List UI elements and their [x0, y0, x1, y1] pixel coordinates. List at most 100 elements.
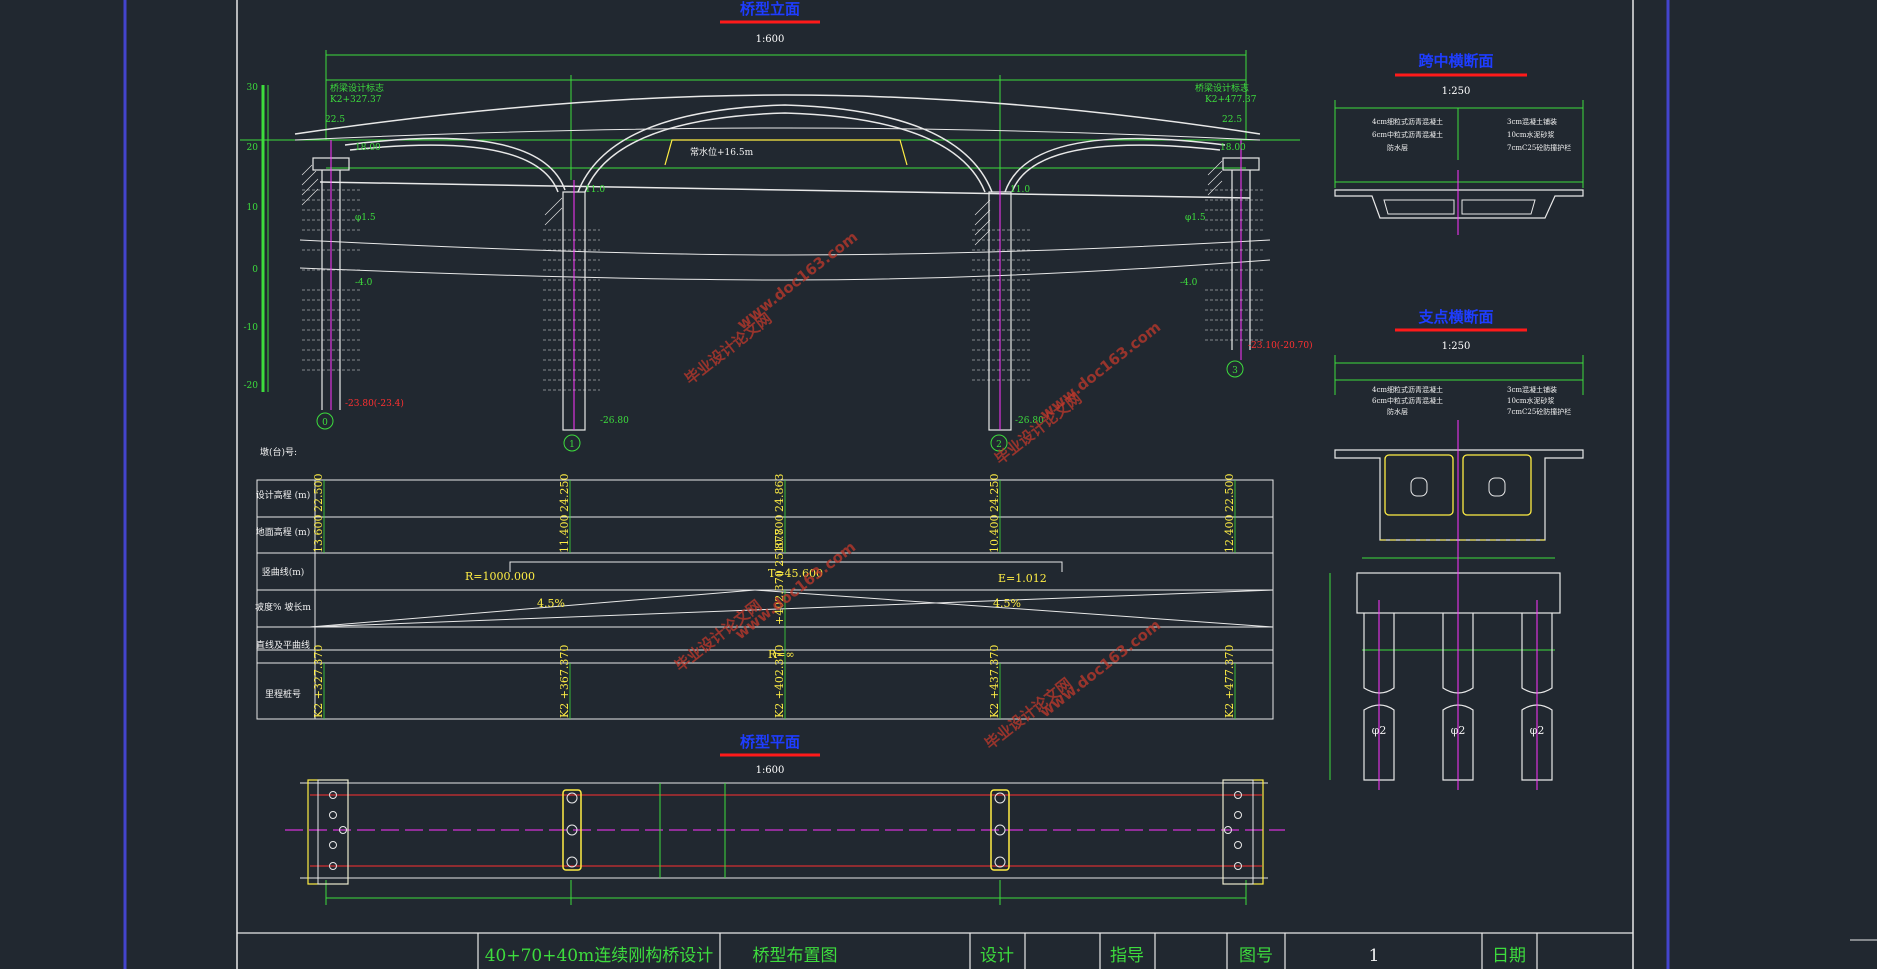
cp-layer-4: 3cm混凝土铺装: [1507, 385, 1557, 394]
girder-top: [294, 94, 1261, 135]
cm-layer-5: 10cm水泥砂浆: [1507, 130, 1554, 139]
design-elev-4: 22.500: [1223, 474, 1236, 513]
ground-profile: [299, 239, 1271, 281]
station-3: K2 +437.370: [988, 645, 1001, 718]
girder-haunches: [319, 104, 1251, 199]
ground-elevations: 13.600 11.400 10.700 10.400 12.400: [312, 515, 1236, 554]
project-title: 40+70+40m连续刚构桥设计: [485, 946, 714, 966]
cross-pier-scale: 1:250: [1442, 341, 1471, 352]
ground-elev-2: 10.700: [773, 515, 786, 554]
cm-layer-1: 4cm细粒式沥青混凝土: [1372, 117, 1443, 126]
pier2-top: 11.0: [1010, 185, 1030, 195]
stations: K2 +327.370 K2 +367.370 K2 +402.370 K2 +…: [312, 645, 1236, 718]
left-low-level: -4.0: [355, 278, 373, 288]
gauge-20: 20: [247, 143, 259, 153]
figure-no: 1: [1369, 946, 1380, 966]
ground-elev-4: 12.400: [1223, 515, 1236, 554]
watermark-cn-1: 毕业设计论文网: [681, 309, 775, 388]
left-h-level: 18.00: [355, 143, 381, 153]
right-design-km: K2+477.37: [1205, 95, 1257, 105]
right-pile-dia: φ1.5: [1185, 213, 1206, 223]
cross-section-mid: 跨中横断面 1:250 4cm细粒式沥青混凝土 6cm中粒式沥青混凝土 防水层 …: [1334, 52, 1584, 235]
left-design-km: K2+327.37: [330, 95, 382, 105]
row-design-elev: 设计高程 (m): [256, 489, 310, 501]
svg-text:1: 1: [569, 440, 575, 450]
left-pile-dia: φ1.5: [355, 213, 376, 223]
soil-hatching: [301, 160, 1223, 246]
svg-text:0: 0: [322, 418, 328, 428]
station-4: K2 +477.370: [1223, 645, 1236, 718]
title-block: 40+70+40m连续刚构桥设计 桥型布置图 设计 指导 图号 1 日期: [237, 932, 1633, 969]
cp-layer-1: 4cm细粒式沥青混凝土: [1372, 385, 1443, 394]
pile-3-dia: φ2: [1530, 724, 1545, 737]
left-top-level: 22.5: [325, 115, 345, 125]
watermarks: 毕业设计论文网 www.doc163.com 毕业设计论文网 www.doc16…: [671, 228, 1164, 753]
row-vertical-curve: 竖曲线(m): [262, 566, 305, 578]
pier-number-2: 2: [990, 434, 1008, 452]
pier-no-label: 墩(台)号:: [260, 446, 297, 458]
plan-pier-1: [562, 789, 582, 871]
support-piles: [1363, 613, 1553, 781]
pile-2-dia: φ2: [1451, 724, 1466, 737]
elevation-scale: 1:600: [756, 34, 785, 45]
plan-title: 桥型平面: [740, 733, 800, 751]
right-design-title: 桥梁设计标志: [1195, 82, 1249, 94]
cm-layer-2: 6cm中粒式沥青混凝土: [1372, 130, 1443, 139]
station-2: K2 +402.370: [773, 645, 786, 718]
cross-mid-title: 跨中横断面: [1418, 52, 1493, 70]
pier-number-3: 3: [1226, 360, 1244, 378]
design-elev-2: 24.863: [773, 474, 786, 513]
design-label: 设计: [980, 946, 1014, 966]
gauge-minus20: -20: [244, 381, 259, 391]
right-low-level: -4.0: [1180, 278, 1198, 288]
plan-scale: 1:600: [756, 765, 785, 776]
figure-no-label: 图号: [1239, 946, 1273, 966]
left-bottom-red: -23.80(-23.4): [345, 398, 404, 409]
abutment-left: [302, 140, 360, 410]
drawing-name: 桥型布置图: [753, 946, 838, 966]
svg-text:2: 2: [996, 440, 1002, 450]
right-h-level: 18.00: [1220, 143, 1246, 153]
ground-elev-1: 11.400: [558, 515, 571, 554]
cross-section-pier: 支点横断面 1:250 φ2 φ2: [1329, 308, 1584, 790]
pile-1-dia: φ2: [1372, 724, 1387, 737]
mid-slope: +402.370 25.878: [773, 528, 786, 625]
row-ground-elev: 地面高程 (m): [256, 526, 310, 538]
elevation-title: 桥型立面: [740, 0, 800, 18]
ground-elev-3: 10.400: [988, 515, 1001, 554]
gauge-30: 30: [247, 83, 259, 93]
gauge-10: 10: [247, 203, 259, 213]
right-top-level: 22.5: [1222, 115, 1242, 125]
vc-radius: R=1000.000: [465, 570, 535, 583]
water-box: [664, 139, 908, 166]
pier-number-1: 1: [563, 434, 581, 452]
date-label: 日期: [1492, 946, 1526, 966]
pier1-top: 11.0: [585, 185, 605, 195]
elevation-view: 桥型立面 1:600 30 20 10 0 -10 -20: [240, 0, 1313, 458]
cp-layer-3: 防水层: [1387, 407, 1408, 416]
vc-tangent: T=45.600: [768, 567, 823, 580]
watermark-url-1: www.doc163.com: [733, 228, 861, 333]
profile-table: 设计高程 (m) 地面高程 (m) 竖曲线(m) 坡度% 坡长m 直线及平曲线 …: [255, 474, 1274, 720]
design-elev-0: 22.500: [312, 474, 325, 513]
gauge-0: 0: [252, 265, 258, 275]
plan-abutment-left: [307, 779, 349, 885]
cm-layer-3: 防水层: [1387, 143, 1408, 152]
level-gauge: 30 20 10 0 -10 -20: [244, 83, 269, 392]
pier-2: [972, 180, 1030, 431]
plan-abutment-right: [1222, 779, 1264, 885]
abutment-right: [1205, 140, 1265, 360]
cp-layer-2: 6cm中粒式沥青混凝土: [1372, 396, 1443, 405]
design-elev-1: 24.250: [558, 474, 571, 513]
slope-right: 4.5%: [993, 597, 1021, 610]
slope-left: 4.5%: [537, 597, 565, 610]
row-station: 里程桩号: [265, 688, 301, 700]
deck-line: [294, 127, 1261, 141]
curve-radius: R=∞: [768, 648, 795, 661]
cross-mid-scale: 1:250: [1442, 86, 1471, 97]
watermark-url-2: www.doc163.com: [1036, 318, 1164, 423]
left-design-title: 桥梁设计标志: [330, 82, 384, 94]
water-level-label: 常水位+16.5m: [690, 146, 754, 158]
ground-elev-0: 13.600: [312, 515, 325, 554]
